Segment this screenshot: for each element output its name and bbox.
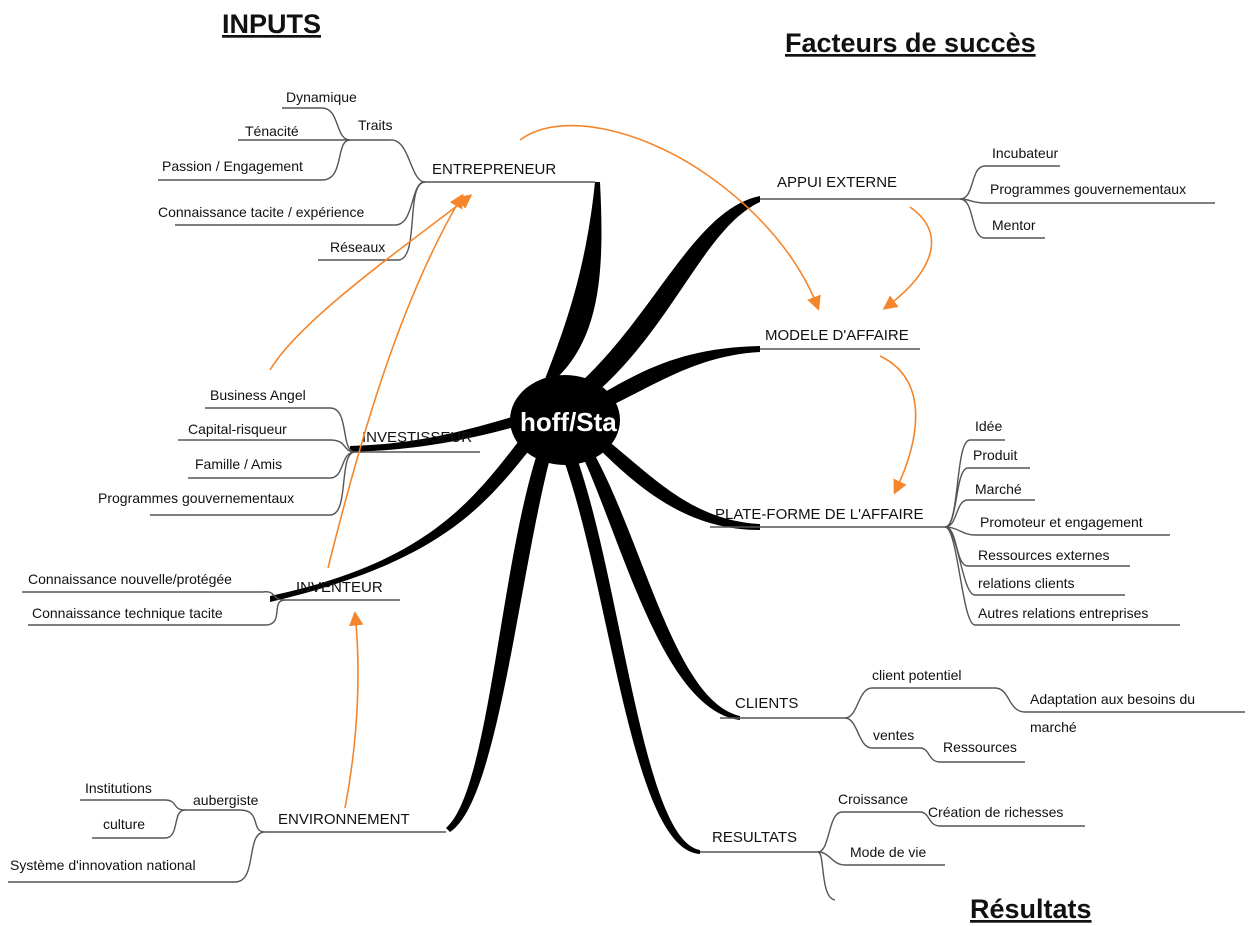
node-mentor: Mentor (992, 217, 1036, 233)
node-client-potentiel: client potentiel (872, 667, 962, 683)
node-ventes: ventes (873, 727, 914, 743)
arrow-appui-to-modele (882, 206, 933, 310)
branch-plateforme: PLATE-FORME DE L'AFFAIRE Idée Produit Ma… (710, 418, 1180, 626)
node-capital-risqueur: Capital-risqueur (188, 421, 287, 437)
node-dynamique: Dynamique (286, 89, 357, 105)
node-ressources-externes: Ressources externes (978, 547, 1110, 563)
spoke-clients (575, 430, 740, 720)
node-programmes-appui: Programmes gouvernementaux (990, 181, 1186, 197)
spoke-resultats (560, 440, 700, 854)
node-adaptation-2: marché (1030, 719, 1077, 735)
node-mode-de-vie: Mode de vie (850, 844, 926, 860)
node-idee: Idée (975, 418, 1002, 434)
branch-clients: CLIENTS client potentiel Adaptation aux … (720, 667, 1245, 763)
center-label: hoff/Sta (520, 407, 617, 437)
node-connaissance-nouvelle: Connaissance nouvelle/protégée (28, 571, 232, 587)
branch-label-entrepreneur: ENTREPRENEUR (432, 161, 556, 178)
node-traits: Traits (358, 117, 392, 133)
spoke-environnement (446, 440, 555, 832)
branch-investisseur: INVESTISSEUR Business Angel Capital-risq… (98, 387, 480, 516)
spoke-appui-externe (560, 196, 760, 410)
branch-entrepreneur: ENTREPRENEUR Traits Dynamique Ténacité P… (158, 89, 595, 261)
node-passion: Passion / Engagement (162, 158, 303, 174)
node-tenacite: Ténacité (245, 123, 299, 139)
node-connaissance-technique: Connaissance technique tacite (32, 605, 223, 621)
heading-success-factors: Facteurs de succès (785, 28, 1036, 58)
heading-results: Résultats (970, 894, 1092, 924)
node-business-angel: Business Angel (210, 387, 306, 403)
branch-label-appui-externe: APPUI EXTERNE (777, 174, 897, 191)
node-incubateur: Incubateur (992, 145, 1058, 161)
node-systeme-innovation: Système d'innovation national (10, 857, 196, 873)
node-aubergiste: aubergiste (193, 792, 259, 808)
node-institutions: Institutions (85, 780, 152, 796)
node-connaissance-tacite: Connaissance tacite / expérience (158, 204, 364, 220)
node-croissance: Croissance (838, 791, 908, 807)
node-autres-relations: Autres relations entreprises (978, 605, 1148, 621)
arrow-environnement-to-inventeur (344, 611, 364, 809)
node-programmes-inv: Programmes gouvernementaux (98, 490, 294, 506)
branch-label-clients: CLIENTS (735, 695, 798, 712)
branch-environnement: ENVIRONNEMENT aubergiste Institutions cu… (8, 780, 446, 883)
branch-modele: MODELE D'AFFAIRE (760, 327, 920, 350)
heading-inputs: INPUTS (222, 9, 321, 39)
spoke-investisseur (350, 410, 540, 452)
spoke-entrepreneur (540, 182, 602, 392)
center-blob (510, 375, 620, 465)
node-ressources: Ressources (943, 739, 1017, 755)
branch-label-plateforme: PLATE-FORME DE L'AFFAIRE (715, 506, 923, 523)
node-creation-richesses: Création de richesses (928, 804, 1063, 820)
node-promoteur: Promoteur et engagement (980, 514, 1143, 530)
branch-resultats: RESULTATS Croissance Création de richess… (700, 791, 1085, 901)
node-famille-amis: Famille / Amis (195, 456, 282, 472)
branch-label-inventeur: INVENTEUR (296, 579, 383, 596)
center-star (270, 182, 760, 854)
node-marche: Marché (975, 481, 1022, 497)
branch-inventeur: INVENTEUR Connaissance nouvelle/protégée… (22, 571, 400, 626)
arrow-modele-to-plateforme (879, 355, 917, 495)
branch-appui-externe: APPUI EXTERNE Incubateur Programmes gouv… (760, 145, 1215, 239)
node-relations-clients: relations clients (978, 575, 1075, 591)
branch-label-modele: MODELE D'AFFAIRE (765, 327, 909, 344)
node-produit: Produit (973, 447, 1017, 463)
branch-label-environnement: ENVIRONNEMENT (278, 811, 410, 828)
arrow-investisseur-to-entrepreneur (269, 194, 473, 371)
arrow-inventeur-to-entrepreneur (327, 193, 464, 569)
orange-arrows (269, 124, 933, 809)
branch-label-investisseur: INVESTISSEUR (362, 429, 472, 446)
node-culture: culture (103, 816, 145, 832)
node-adaptation-1: Adaptation aux besoins du (1030, 691, 1195, 707)
node-reseaux: Réseaux (330, 239, 385, 255)
arrow-entrepreneur-to-modele (519, 124, 821, 311)
branch-label-resultats: RESULTATS (712, 829, 797, 846)
